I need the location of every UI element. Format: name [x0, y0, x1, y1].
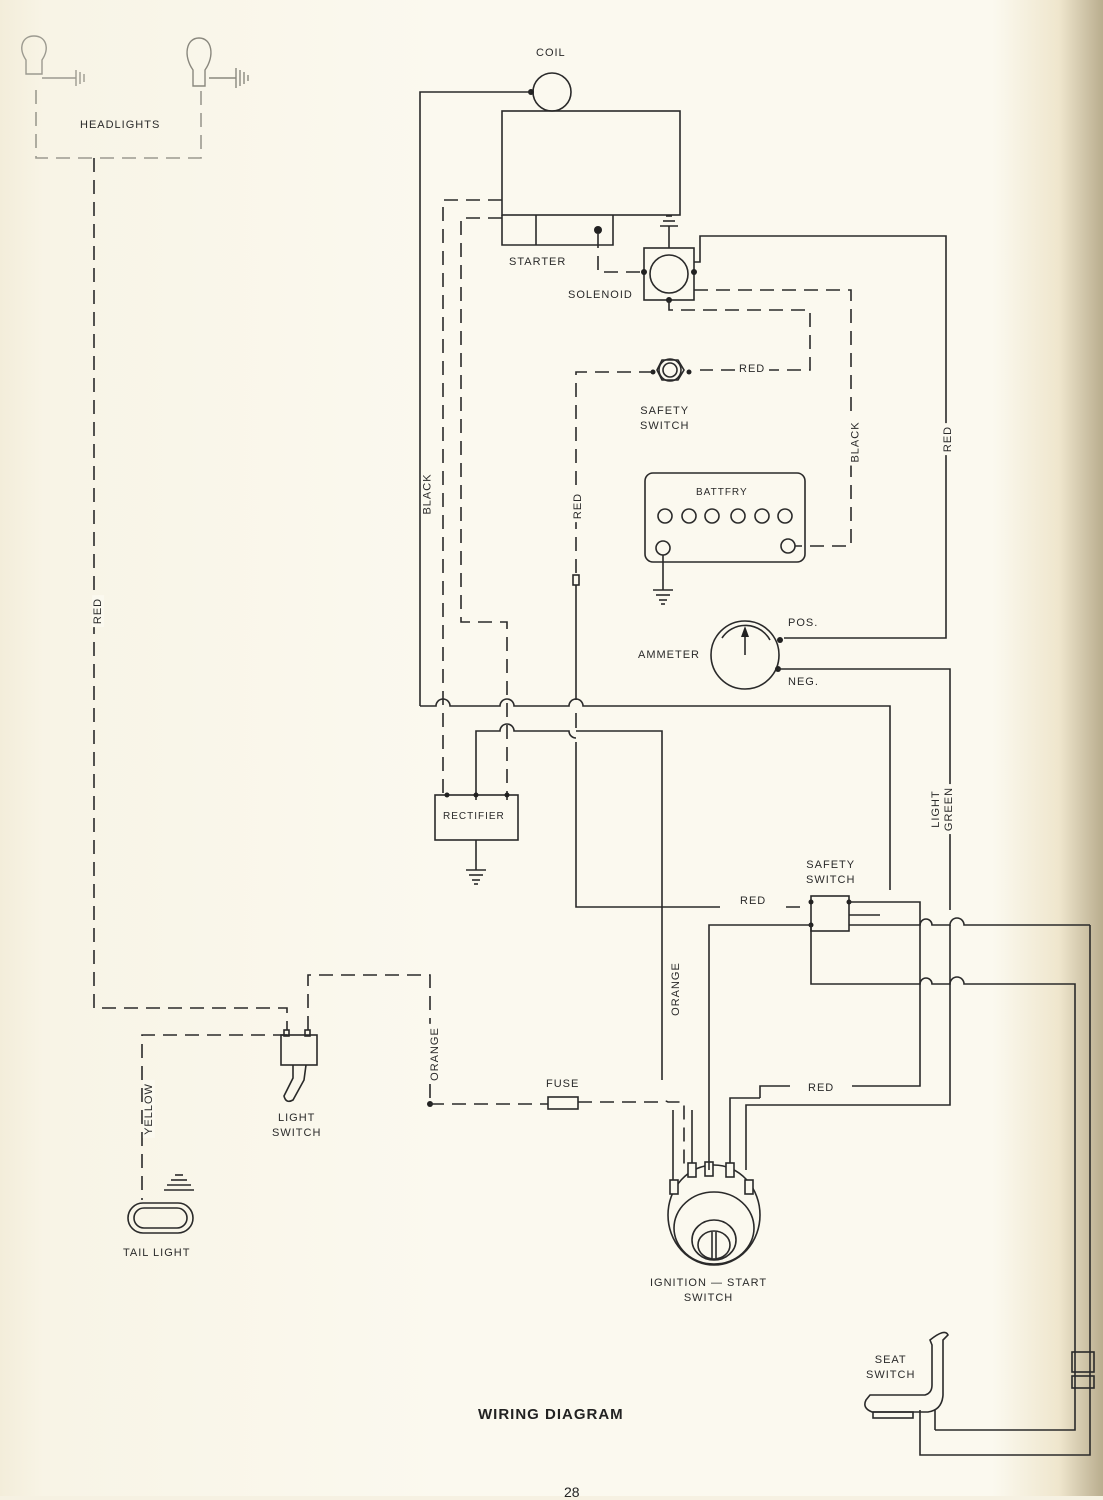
- wire-label-coil-black: BLACK: [421, 470, 434, 518]
- wire-label-solenoid-ammeter-red: RED: [942, 422, 955, 456]
- seat-switch-label: SEAT SWITCH: [866, 1354, 916, 1381]
- diagram-title: WIRING DIAGRAM: [478, 1406, 624, 1423]
- headlight-right-icon: [186, 37, 249, 88]
- ignition-start-switch-label: IGNITION — START SWITCH: [650, 1277, 768, 1304]
- wire-label-ignition-orange: ORANGE: [669, 959, 682, 1019]
- wire-label-ignition-red: RED: [790, 1081, 853, 1096]
- wire-label-headlight-red: RED: [92, 594, 105, 628]
- headlight-left-icon: [21, 35, 85, 86]
- ammeter-neg-label: NEG.: [788, 676, 819, 688]
- wire-label-safety-solenoid-red: RED: [735, 362, 770, 377]
- safety-switch-mid-label: SAFETY SWITCH: [806, 859, 856, 886]
- tail-light-label: TAIL LIGHT: [123, 1247, 191, 1259]
- page-number: 28: [564, 1484, 580, 1500]
- rectifier-label: RECTIFIER: [443, 811, 505, 822]
- ammeter-label: AMMETER: [638, 649, 700, 661]
- headlights-label: HEADLIGHTS: [80, 119, 161, 131]
- solenoid-label: SOLENOID: [568, 289, 633, 301]
- wire-label-light-switch-orange: ORANGE: [428, 1024, 441, 1084]
- ammeter-pos-label: POS.: [788, 617, 819, 629]
- light-switch-label: LIGHT SWITCH: [272, 1112, 322, 1139]
- wire-label-safety-switch-red: RED: [720, 894, 787, 909]
- fuse-label: FUSE: [546, 1078, 580, 1090]
- battery-label: BATTFRY: [696, 487, 748, 498]
- coil-label: COIL: [536, 47, 566, 59]
- wire-label-battery-black: BLACK: [849, 418, 862, 466]
- wire-label-tail-light-yellow: YELLOW: [142, 1080, 155, 1138]
- starter-label: STARTER: [509, 256, 567, 268]
- safety-switch-top-label: SAFETY SWITCH: [640, 405, 690, 432]
- wire-label-safety-feed-red: RED: [572, 489, 585, 523]
- wire-label-light-green: LIGHT GREEN: [930, 783, 957, 835]
